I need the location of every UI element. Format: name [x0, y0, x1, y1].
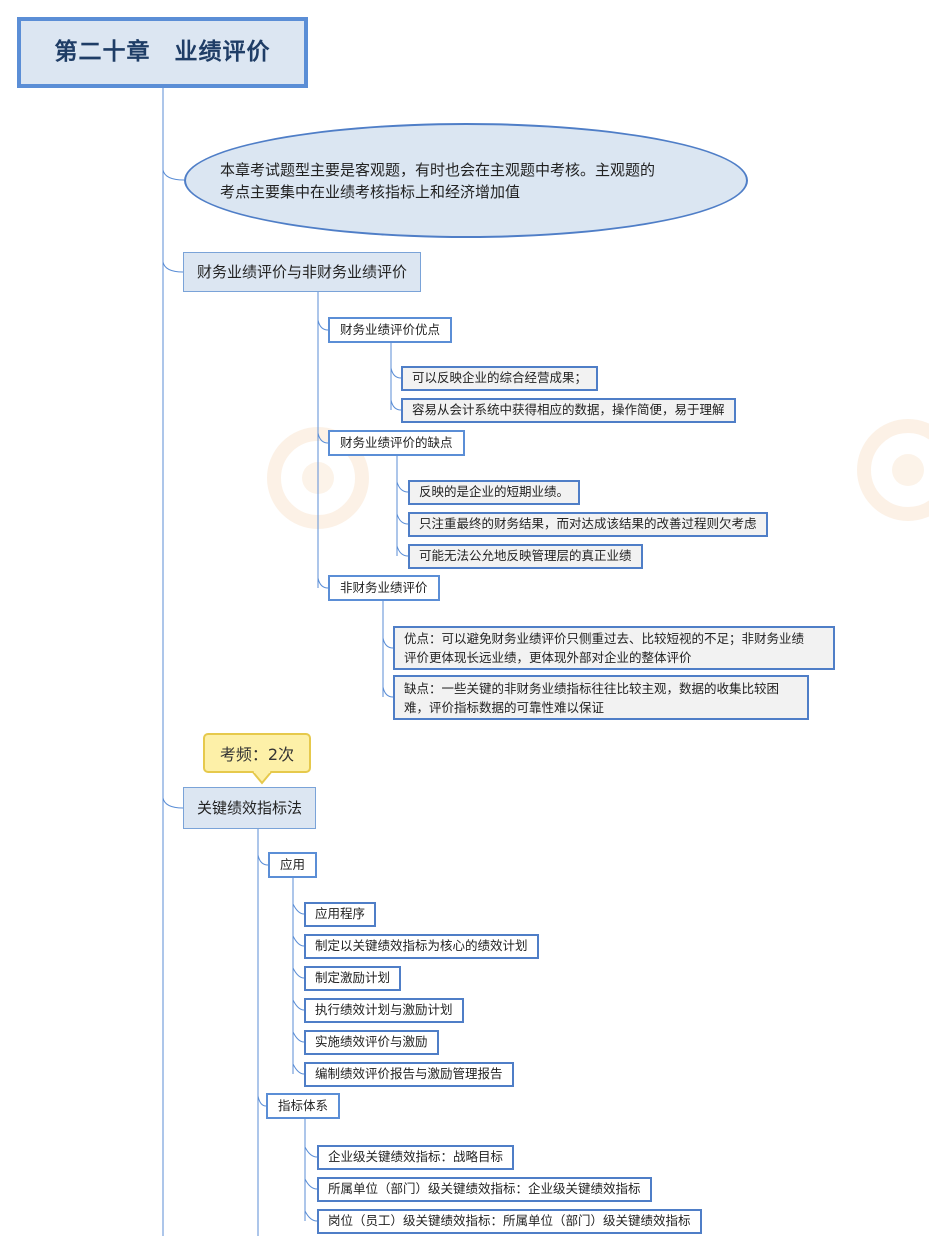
intro-summary-bubble[interactable]: 本章考试题型主要是客观题，有时也会在主观题中考核。主观题的 考点主要集中在业绩考…	[184, 123, 748, 238]
intro-line-1: 本章考试题型主要是客观题，有时也会在主观题中考核。主观题的	[220, 160, 656, 179]
topic-indicator-system[interactable]: 指标体系	[266, 1093, 341, 1119]
topic-financial-vs-nonfinancial[interactable]: 财务业绩评价与非财务业绩评价	[183, 252, 422, 292]
leaf-disadvantage-2[interactable]: 只注重最终的财务结果，而对达成该结果的改善过程则欠考虑	[408, 512, 768, 537]
nonfinancial-con-line-1: 缺点：一些关键的非财务业绩指标往往比较主观，数据的收集比较困	[404, 680, 780, 696]
leaf-indicator-2[interactable]: 所属单位（部门）级关键绩效指标：企业级关键绩效指标	[317, 1177, 652, 1202]
leaf-indicator-3[interactable]: 岗位（员工）级关键绩效指标：所属单位（部门）级关键绩效指标	[317, 1209, 702, 1234]
leaf-application-4[interactable]: 执行绩效计划与激励计划	[304, 998, 464, 1023]
leaf-application-3[interactable]: 制定激励计划	[304, 966, 402, 991]
callout-tail	[252, 771, 272, 785]
topic-nonfinancial-evaluation[interactable]: 非财务业绩评价	[328, 575, 440, 601]
topic-financial-advantages[interactable]: 财务业绩评价优点	[328, 317, 453, 343]
nonfinancial-pro-line-1: 优点：可以避免财务业绩评价只侧重过去、比较短视的不足；非财务业绩	[404, 631, 805, 646]
root-topic[interactable]: 第二十章 业绩评价	[17, 17, 308, 88]
leaf-application-5[interactable]: 实施绩效评价与激励	[304, 1030, 439, 1055]
leaf-application-1[interactable]: 应用程序	[304, 902, 377, 927]
nonfinancial-pro-line-2: 评价更体现长远业绩，更体现外部对企业的整体评价	[404, 650, 692, 665]
leaf-disadvantage-3[interactable]: 可能无法公允地反映管理层的真正业绩	[408, 544, 643, 569]
topic-application[interactable]: 应用	[268, 852, 318, 878]
leaf-nonfinancial-pro[interactable]: 优点：可以避免财务业绩评价只侧重过去、比较短视的不足；非财务业绩 评价更体现长远…	[393, 626, 835, 670]
frequency-callout: 考频：2次	[203, 733, 311, 773]
leaf-application-6[interactable]: 编制绩效评价报告与激励管理报告	[304, 1062, 514, 1087]
leaf-nonfinancial-con[interactable]: 缺点：一些关键的非财务业绩指标往往比较主观，数据的收集比较困 难，评价指标数据的…	[393, 675, 809, 720]
leaf-disadvantage-1[interactable]: 反映的是企业的短期业绩。	[408, 480, 581, 505]
intro-line-2: 考点主要集中在业绩考核指标上和经济增加值	[220, 182, 521, 201]
leaf-advantage-2[interactable]: 容易从会计系统中获得相应的数据，操作简便，易于理解	[401, 398, 736, 423]
leaf-advantage-1[interactable]: 可以反映企业的综合经营成果；	[401, 366, 599, 391]
topic-kpi-method[interactable]: 关键绩效指标法	[183, 787, 317, 829]
leaf-application-2[interactable]: 制定以关键绩效指标为核心的绩效计划	[304, 934, 539, 959]
topic-financial-disadvantages[interactable]: 财务业绩评价的缺点	[328, 430, 465, 456]
nonfinancial-con-line-2: 难，评价指标数据的可靠性难以保证	[404, 699, 605, 715]
leaf-indicator-1[interactable]: 企业级关键绩效指标：战略目标	[317, 1145, 515, 1170]
